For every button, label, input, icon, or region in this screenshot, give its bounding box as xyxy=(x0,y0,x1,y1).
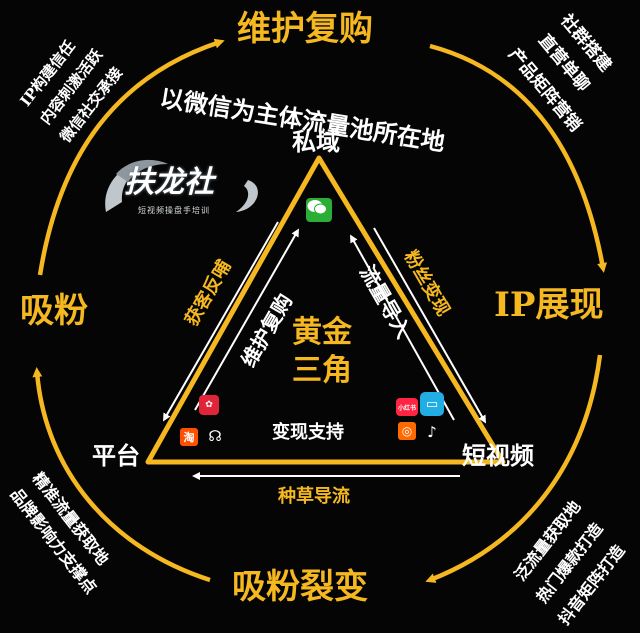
label-bottom-inner: 变现支持 xyxy=(272,422,344,443)
arrow-left-inner xyxy=(194,228,299,411)
golden-triangle xyxy=(145,155,506,465)
wechat-icon xyxy=(306,198,332,222)
cycle-arc-bottom-left xyxy=(32,367,211,583)
bilibili-icon: ▭ xyxy=(420,392,444,416)
cycle-arc-top-left xyxy=(37,38,225,276)
vertex-left-label: 平台 xyxy=(92,441,140,470)
center-line-2: 三角 xyxy=(292,353,352,388)
cycle-label-left: 吸粉 xyxy=(20,291,88,331)
label-bottom-outer: 种草导流 xyxy=(278,486,350,507)
vertex-right-label: 短视频 xyxy=(462,441,534,470)
center-line-1: 黄金 xyxy=(292,315,352,350)
brand-logo: 扶龙社 短视频操盘手培训 xyxy=(98,152,266,222)
arrow-right-inner xyxy=(350,234,455,421)
douyin-icon: ♪ xyxy=(427,423,437,441)
cycle-arc-top-right xyxy=(429,43,608,273)
cycle-label-bottom: 吸粉裂变 xyxy=(232,567,368,607)
cycle-arc-bottom-right xyxy=(425,354,603,583)
arrow-left-outer xyxy=(163,221,279,422)
logo-name: 扶龙社 xyxy=(124,165,214,200)
dragon-logo-icon xyxy=(105,159,258,212)
logo-subtitle: 短视频操盘手培训 xyxy=(138,206,210,215)
cycle-label-right: IP展现 xyxy=(494,285,604,325)
taobao-icon: 淘 xyxy=(180,428,198,446)
xiaohongshu-icon: 小红书 xyxy=(396,398,418,416)
tmall-cat-icon: ☊ xyxy=(208,427,222,445)
kuaishou-icon: ◎ xyxy=(398,422,416,440)
vertex-top-label: 私域 xyxy=(292,127,340,156)
arrow-right-outer xyxy=(373,227,486,424)
cycle-label-top: 维护复购 xyxy=(237,9,373,49)
tmall-icon: ✿ xyxy=(199,395,219,415)
